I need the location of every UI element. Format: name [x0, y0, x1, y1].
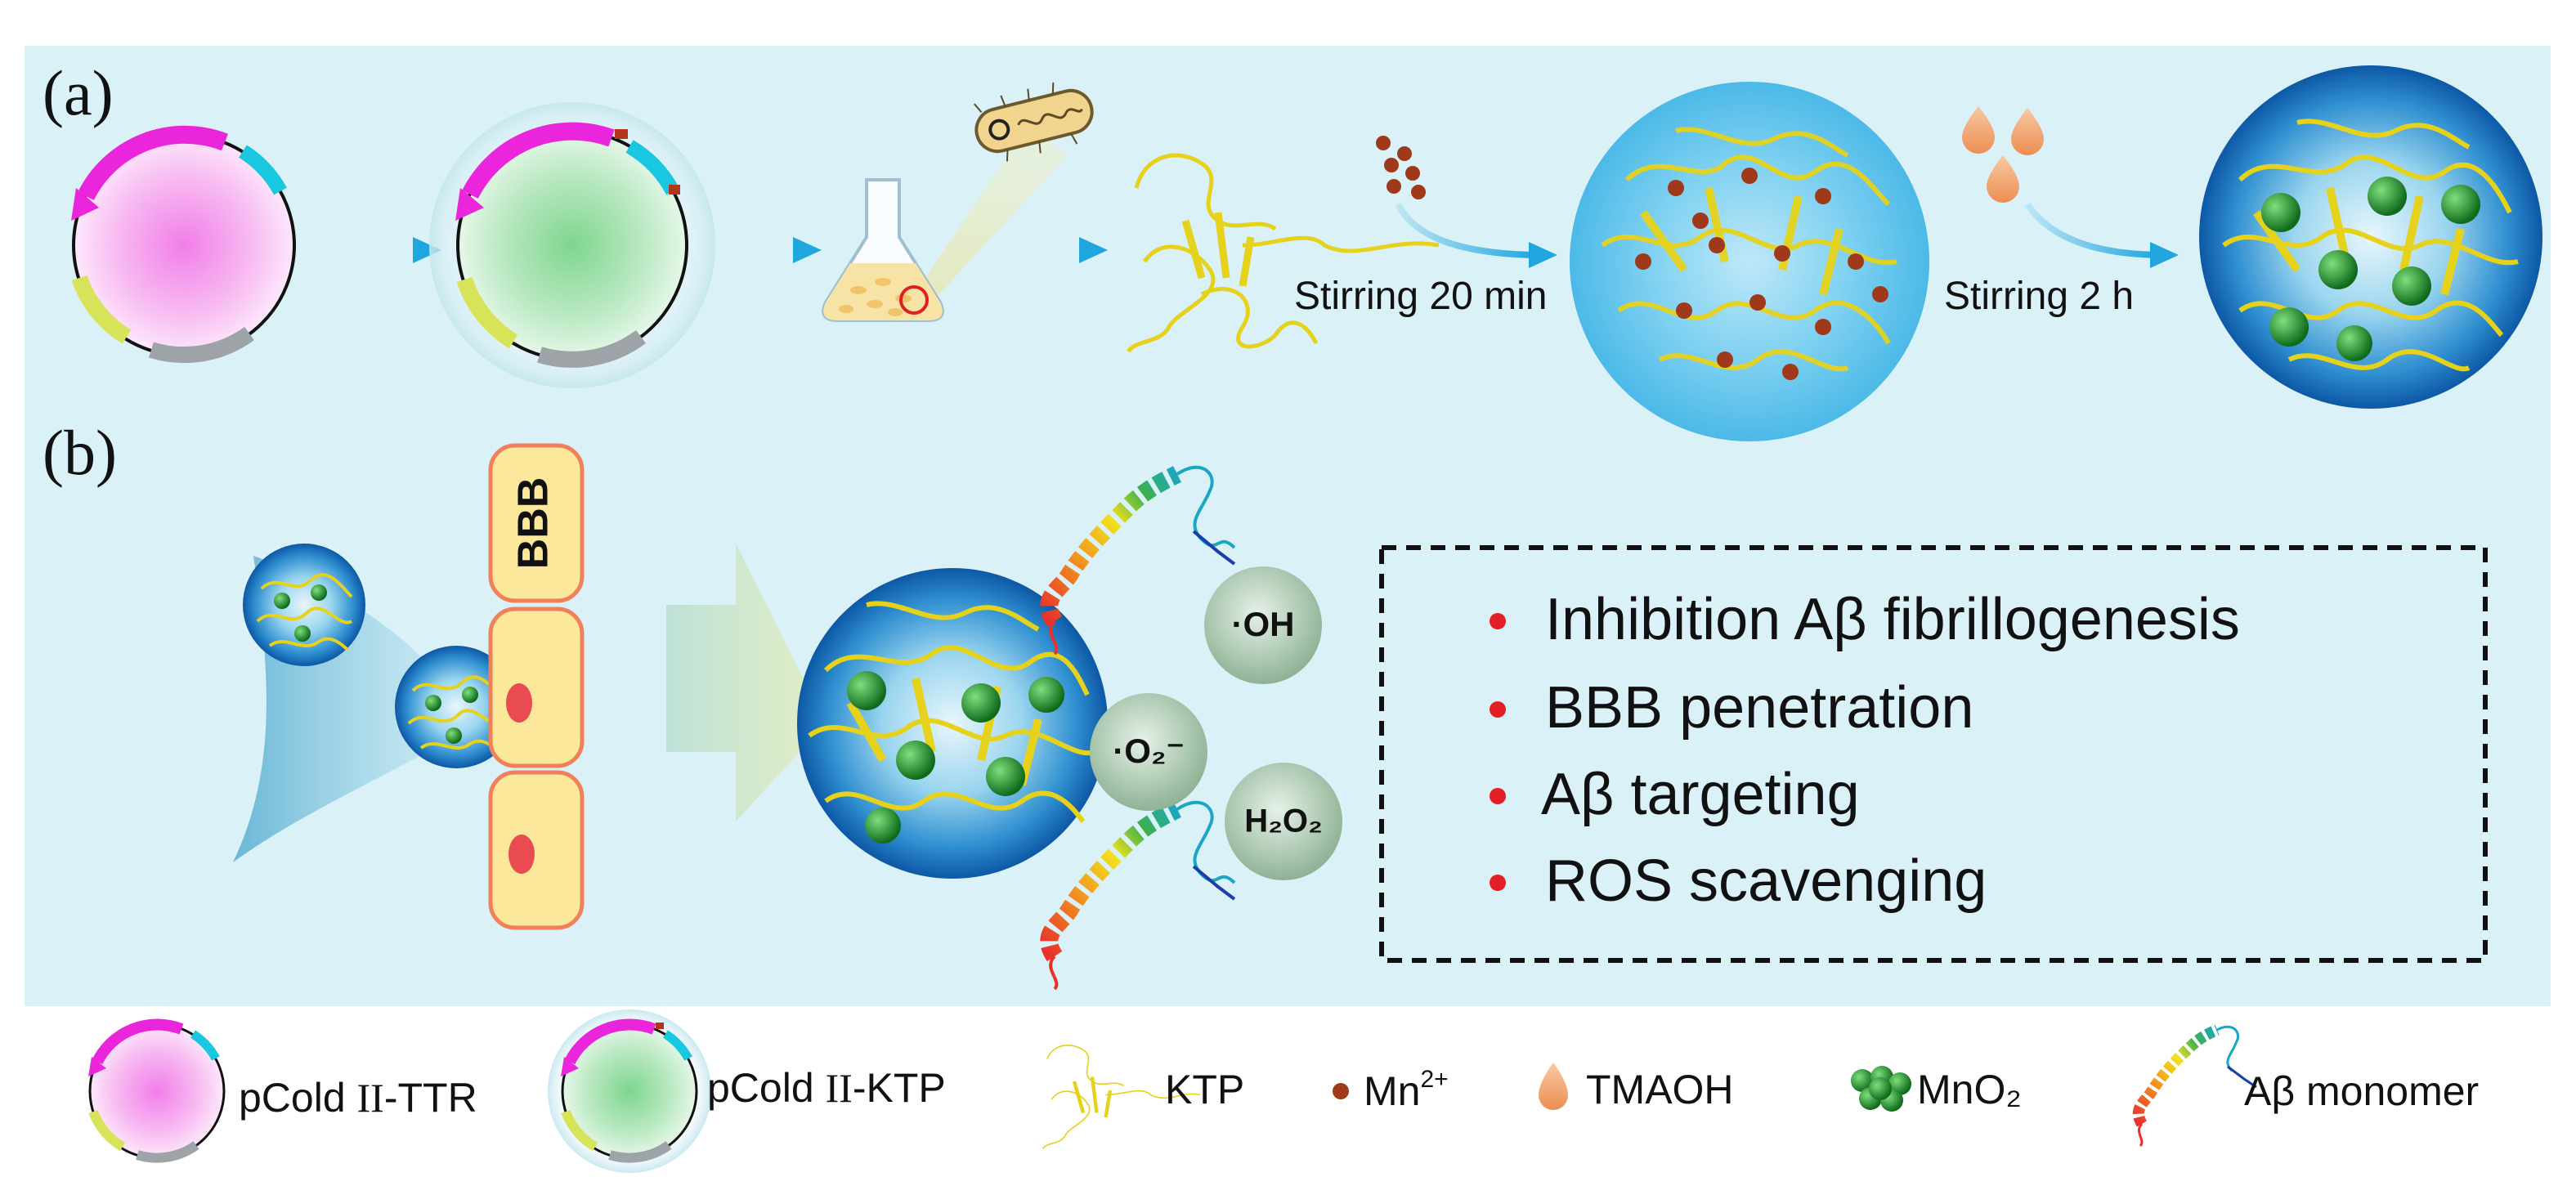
plasmid-ttr-icon — [71, 125, 296, 364]
legend-mno2-label: MnO₂ — [1917, 1067, 2022, 1112]
bbb-label: BBB — [510, 477, 558, 570]
ktp-protein-icon — [1126, 153, 1440, 353]
tmaoh-droplets — [1962, 106, 2044, 203]
mno2-cluster-icon — [1851, 1066, 1911, 1112]
legend-ttr-roman: II — [357, 1075, 384, 1121]
legend-ktp-suffix: -KTP — [853, 1065, 946, 1111]
legend-mn-label: Mn2+ — [1364, 1066, 1449, 1114]
protein-icon — [1042, 1044, 1201, 1150]
ros-superoxide: ·O₂⁻ — [1090, 693, 1207, 811]
arrow-head — [793, 237, 822, 263]
flask-icon — [822, 82, 1094, 322]
legend-ttr-label: pCold II-TTR — [239, 1075, 477, 1121]
manganese-ions — [1376, 136, 1426, 199]
big-arrow — [666, 544, 826, 821]
legend-ttr-prefix: pCold — [239, 1075, 357, 1121]
bullet — [1490, 613, 1506, 629]
nanoparticle-small — [243, 544, 365, 666]
legend: pCold II-TTR pCold II-KTP KTP Mn2+ — [88, 1009, 2479, 1173]
manganese-ion-icon — [1333, 1083, 1349, 1099]
ktp-mno2-nanoparticle — [2199, 65, 2542, 409]
legend-mn-base: Mn — [1364, 1068, 1420, 1114]
legend-ktp-label: pCold II-KTP — [707, 1065, 946, 1111]
abeta-helix-icon — [2132, 1024, 2257, 1148]
feature-item: Inhibition Aβ fibrillogenesis — [1545, 587, 2240, 652]
ros-peroxide: H₂O₂ — [1225, 763, 1342, 880]
feature-item: ROS scavenging — [1545, 848, 1987, 914]
bullet — [1490, 788, 1506, 804]
plasmid-ktp-icon — [429, 102, 715, 388]
bbb-barrier: BBB — [488, 443, 585, 930]
ros-hydroxyl: ·OH — [1204, 566, 1322, 684]
plasmid-ttr-icon — [88, 1018, 226, 1163]
legend-tmaoh-label: TMAOH — [1586, 1067, 1734, 1112]
panel-b: (b) — [43, 417, 2488, 991]
nanoparticle-large — [797, 568, 1108, 879]
legend-mn-sup: 2+ — [1420, 1066, 1448, 1093]
legend-ktp-prefix: pCold — [707, 1065, 826, 1111]
legend-protein-label: KTP — [1165, 1067, 1244, 1112]
bullet — [1490, 701, 1506, 718]
droplet-icon — [1539, 1063, 1568, 1110]
arrow-head — [413, 237, 441, 263]
arrow-head — [2150, 242, 2179, 268]
feature-item: BBB penetration — [1545, 675, 1973, 741]
curved-arrow — [2024, 202, 2159, 258]
legend-ttr-suffix: -TTR — [384, 1075, 477, 1121]
step-stirring-2-h: Stirring 2 h — [1944, 275, 2134, 318]
panel-b-label: (b) — [43, 417, 117, 488]
ros-superoxide-label: ·O₂⁻ — [1113, 732, 1185, 770]
legend-ktp-roman: II — [826, 1065, 853, 1111]
bullet — [1490, 875, 1506, 891]
legend-abeta-label: Aβ monomer — [2244, 1068, 2479, 1114]
feature-item: Aβ targeting — [1541, 762, 1860, 827]
abeta-monomer-top — [1040, 465, 1236, 656]
arrow-head — [1079, 237, 1108, 263]
curved-arrow — [1395, 203, 1538, 258]
step-stirring-20-min: Stirring 20 min — [1294, 275, 1547, 318]
panel-a: (a) — [43, 57, 2542, 441]
panel-a-label: (a) — [43, 57, 114, 128]
ktp-mn-complex — [1570, 82, 1929, 441]
abeta-monomer-bottom — [1040, 800, 1236, 991]
plasmid-ktp-icon — [548, 1009, 711, 1173]
features-box: Inhibition Aβ fibrillogenesis BBB penetr… — [1379, 545, 2488, 963]
ros-hydroxyl-label: ·OH — [1232, 605, 1295, 643]
ros-peroxide-label: H₂O₂ — [1244, 803, 1323, 839]
arrow-head — [1529, 242, 1557, 268]
